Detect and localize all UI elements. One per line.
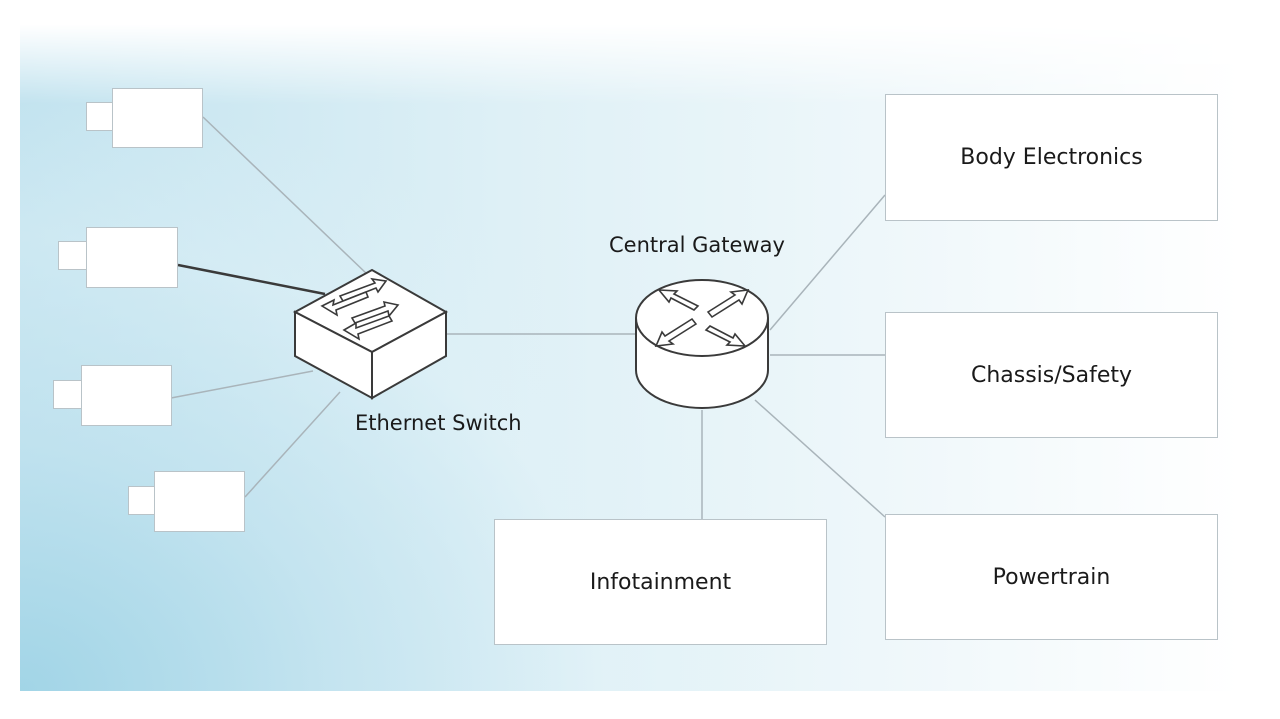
end-device-4 bbox=[154, 471, 245, 532]
powertrain-box: Powertrain bbox=[885, 514, 1218, 640]
end-device-1-port bbox=[86, 102, 114, 131]
end-device-2-port bbox=[58, 241, 88, 270]
end-device-2 bbox=[86, 227, 178, 288]
end-device-1 bbox=[112, 88, 203, 148]
end-device-3 bbox=[81, 365, 172, 426]
chassis-safety-label: Chassis/Safety bbox=[970, 362, 1133, 388]
end-device-3-port bbox=[53, 380, 83, 409]
body-electronics-label: Body Electronics bbox=[960, 145, 1143, 170]
link-gateway-body bbox=[769, 194, 886, 331]
end-device-4-port bbox=[128, 486, 156, 515]
ethernet-switch-label: Ethernet Switch bbox=[355, 411, 522, 435]
link-device-3 bbox=[170, 370, 314, 399]
central-gateway-label: Central Gateway bbox=[609, 233, 785, 257]
powertrain-label: Powertrain bbox=[992, 564, 1111, 590]
link-device-4 bbox=[244, 391, 341, 498]
body-electronics-box: Body Electronics bbox=[885, 94, 1218, 221]
ethernet-switch-icon bbox=[292, 268, 449, 400]
infotainment-label: Infotainment bbox=[589, 569, 732, 595]
link-device-1 bbox=[202, 116, 369, 276]
chassis-safety-box: Chassis/Safety bbox=[885, 312, 1218, 438]
link-device-2 bbox=[177, 263, 326, 296]
link-gateway-powertrain bbox=[754, 399, 886, 518]
router-icon bbox=[635, 279, 769, 409]
infotainment-box: Infotainment bbox=[494, 519, 827, 645]
